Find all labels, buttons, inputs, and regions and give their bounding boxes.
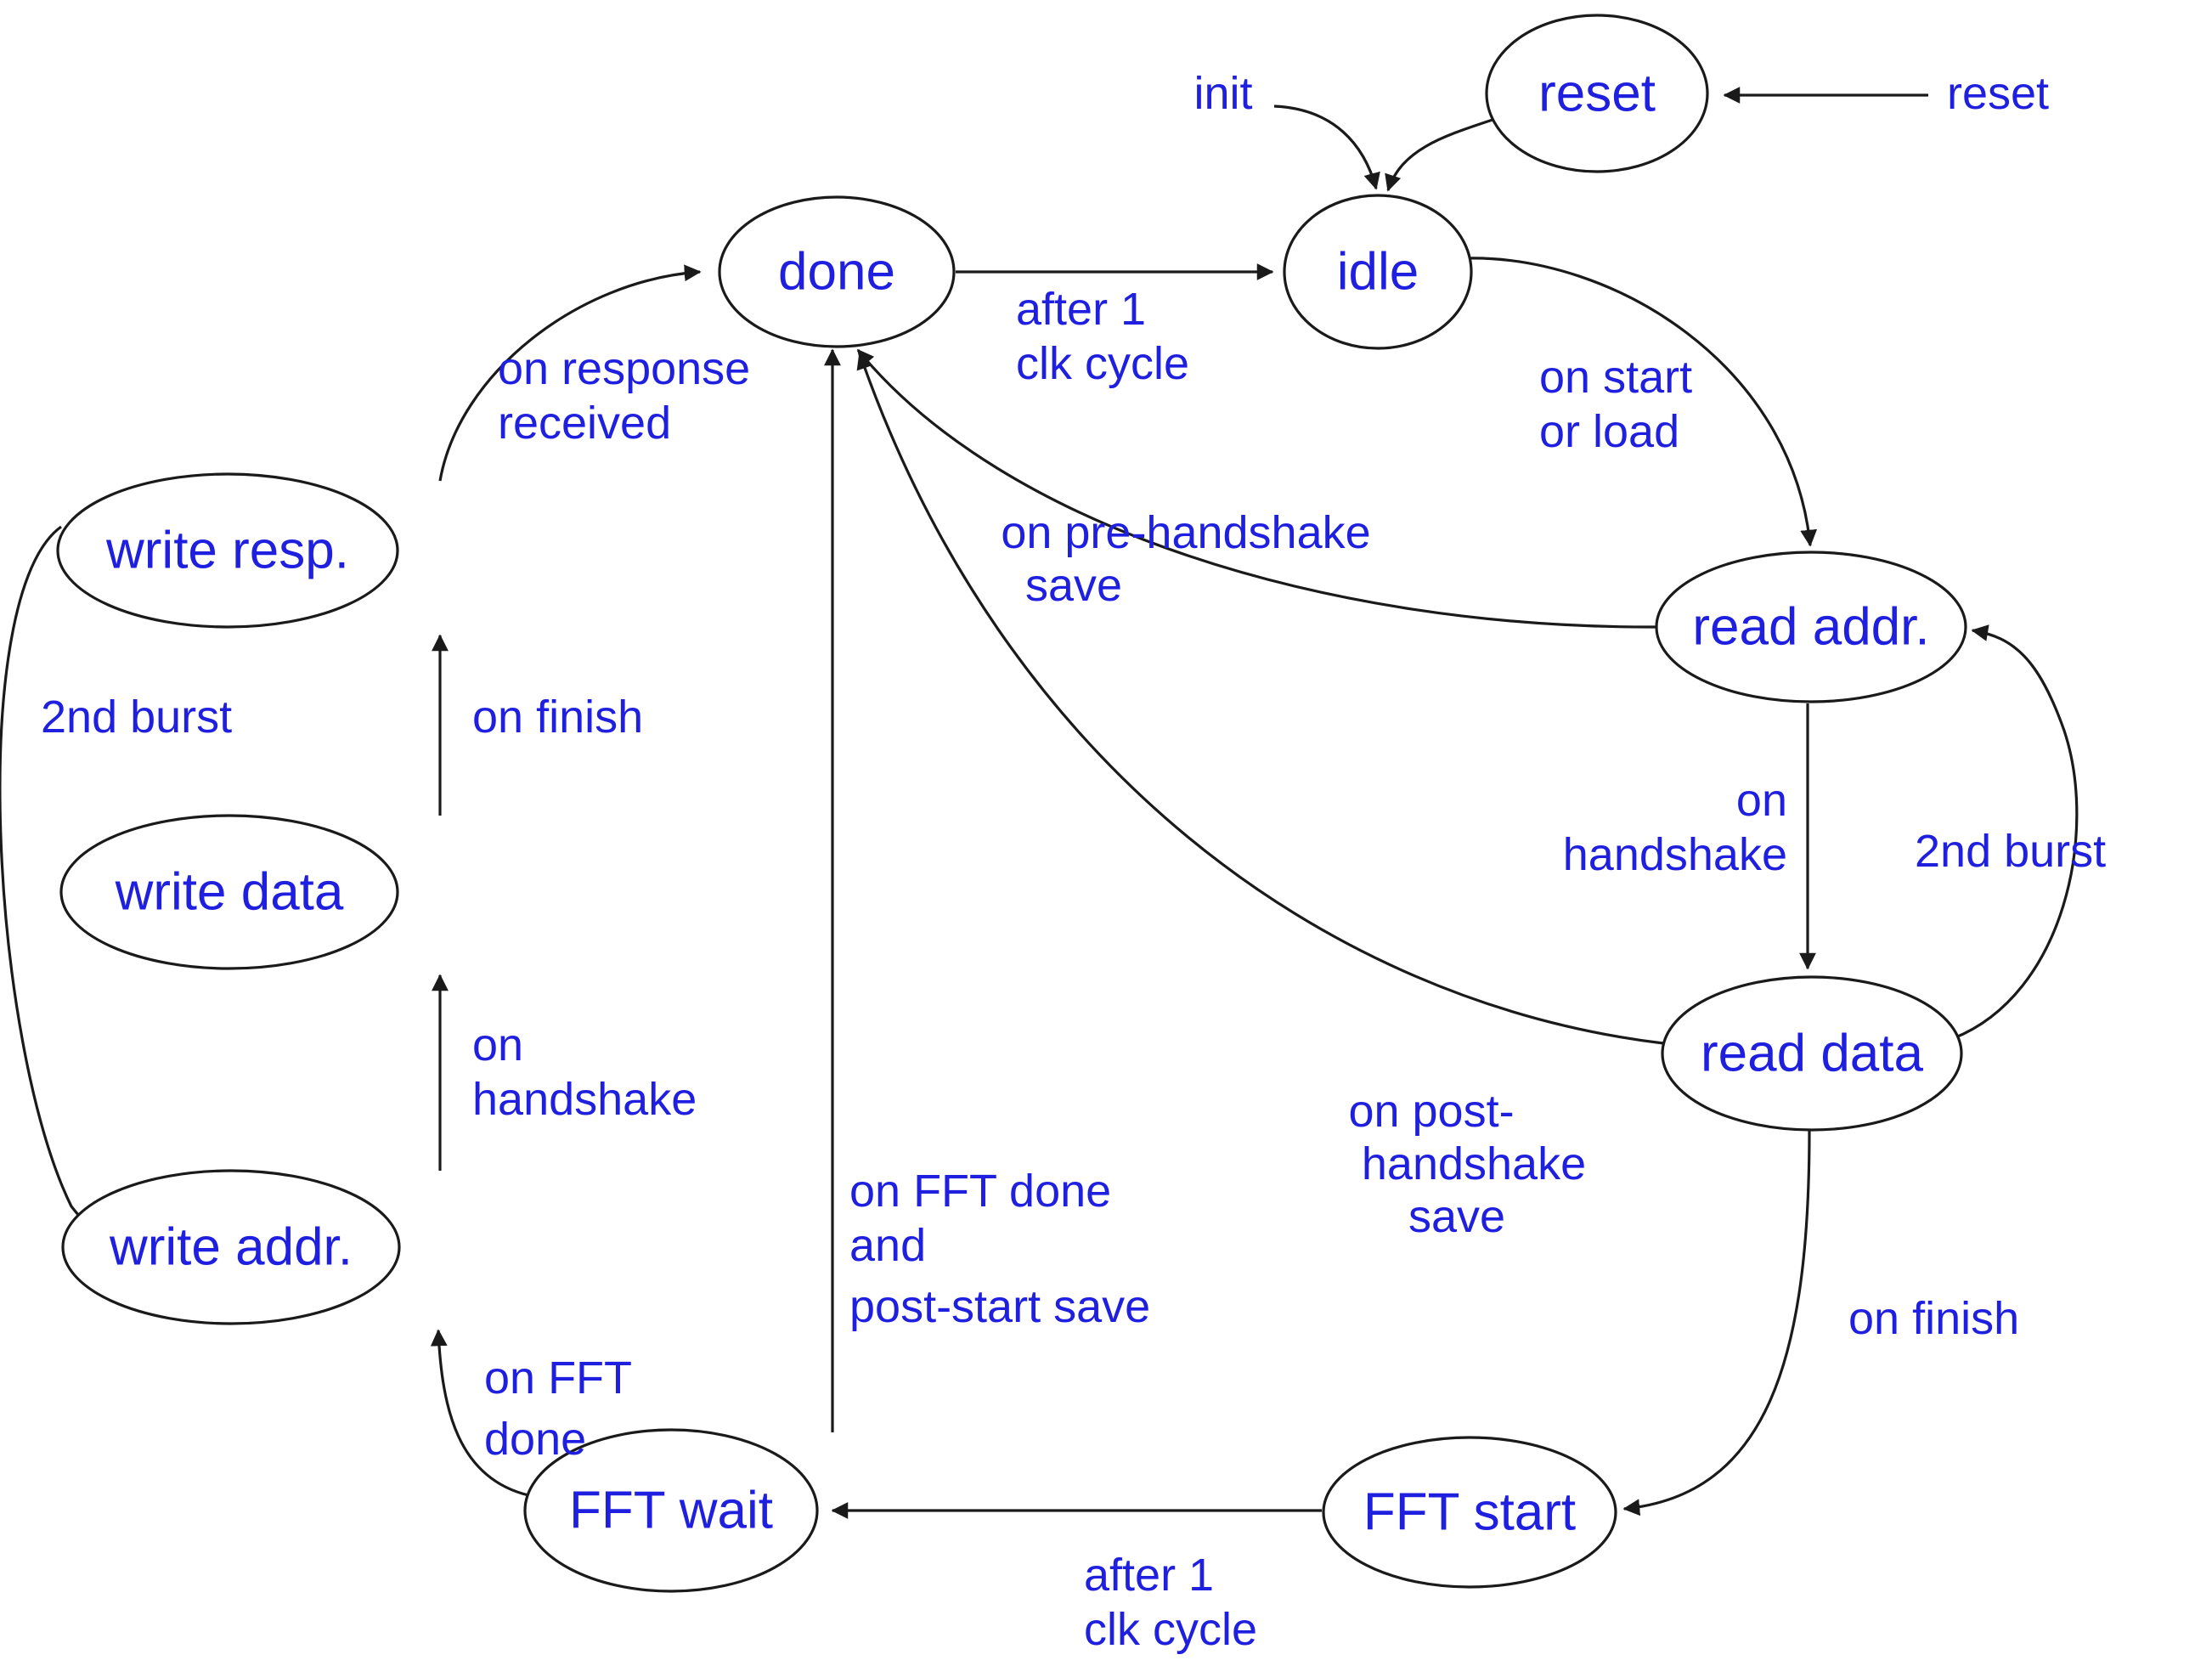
edge-read-data-to-done <box>856 352 1664 1045</box>
label-2nd-burst-right: 2nd burst <box>1915 826 2106 877</box>
label-on-b: on <box>472 1019 523 1070</box>
edge-label-done-to-idle: after 1 clk cycle <box>1016 284 1189 389</box>
node-write-addr-label: write addr. <box>109 1217 353 1276</box>
node-reset-shape[interactable] <box>1485 14 1709 173</box>
edge-reset-state-to-idle <box>1385 117 1496 192</box>
label-handshake-b: handshake <box>472 1074 697 1125</box>
edge-label-write-resp-to-done: on response received <box>498 343 750 449</box>
node-read-data[interactable]: read data <box>1661 975 1963 1132</box>
label-on-response: on response <box>498 343 750 394</box>
node-idle-shape[interactable] <box>1283 194 1473 350</box>
edge-read-data-to-read-addr <box>1953 624 2079 1040</box>
label-on-fft-done-mid: on FFT done <box>849 1166 1111 1217</box>
edge-label-read-addr-to-done: on pre-handshake save <box>1001 507 1370 611</box>
label-on-a: on <box>1736 775 1787 826</box>
node-done-shape[interactable] <box>718 195 956 348</box>
edge-label-fft-start-to-fft-wait: after 1 clk cycle <box>1084 1550 1257 1655</box>
edge-label-fft-wait-to-write-addr: on FFT done <box>484 1353 632 1465</box>
label-and-mid: and <box>849 1220 926 1271</box>
edge-label-fft-wait-to-done: on FFT done and post-start save <box>849 1166 1150 1332</box>
edge-label-idle-to-read-addr: on start or load <box>1539 352 1692 457</box>
node-reset[interactable]: reset <box>1485 14 1709 173</box>
edge-read-data-to-fft-start <box>1622 1129 1811 1516</box>
label-after-1-b: after 1 <box>1084 1550 1214 1601</box>
node-read-data-shape[interactable] <box>1661 975 1963 1132</box>
node-done[interactable]: done <box>718 195 956 348</box>
edge-init-to-idle <box>1273 104 1380 190</box>
label-on-finish-right: on finish <box>1848 1293 2019 1344</box>
label-handshake-a: handshake <box>1563 829 1787 880</box>
label-done-left: done <box>484 1414 586 1465</box>
label-2nd-burst-left: 2nd burst <box>41 692 232 743</box>
node-fft-start-shape[interactable] <box>1322 1436 1617 1589</box>
label-save-pre: save <box>1025 560 1122 611</box>
edge-fft-wait-to-write-addr <box>430 1329 529 1497</box>
node-read-addr[interactable]: read addr. <box>1655 551 1967 703</box>
node-fft-wait-shape[interactable] <box>523 1428 819 1593</box>
label-on-finish-left: on finish <box>472 692 643 743</box>
edge-label-read-data-to-done: on post- handshake save <box>1348 1086 1586 1242</box>
edge-write-resp-to-done <box>438 264 702 482</box>
node-fft-wait[interactable]: FFT wait <box>523 1428 819 1593</box>
label-handshake-post: handshake <box>1362 1138 1586 1189</box>
label-save-post: save <box>1408 1191 1505 1242</box>
label-on-start: on start <box>1539 352 1692 403</box>
node-done-label: done <box>778 242 895 301</box>
label-received: received <box>498 398 671 449</box>
input-reset-label: reset <box>1947 68 2049 119</box>
node-fft-wait-label: FFT wait <box>569 1481 773 1539</box>
label-on-post: on post- <box>1348 1086 1514 1137</box>
node-fft-start[interactable]: FFT start <box>1322 1436 1617 1589</box>
node-write-resp[interactable]: write resp. <box>56 472 399 629</box>
node-write-data-label: write data <box>115 862 344 921</box>
node-read-data-label: read data <box>1701 1024 1924 1082</box>
label-on-fft-left: on FFT <box>484 1353 632 1403</box>
edge-read-addr-to-done <box>856 348 1659 629</box>
label-or-load: or load <box>1539 406 1679 457</box>
label-after-1-a: after 1 <box>1016 284 1146 335</box>
node-write-data[interactable]: write data <box>59 814 399 970</box>
node-write-addr-shape[interactable] <box>61 1169 401 1325</box>
node-write-data-shape[interactable] <box>59 814 399 970</box>
node-fft-start-label: FFT start <box>1363 1482 1576 1541</box>
node-idle[interactable]: idle <box>1283 194 1473 350</box>
node-idle-label: idle <box>1337 242 1419 301</box>
node-write-addr[interactable]: write addr. <box>61 1169 401 1325</box>
label-on-pre-handshake: on pre-handshake <box>1001 507 1370 558</box>
edge-label-write-addr-to-write-data: on handshake <box>472 1019 697 1125</box>
node-reset-label: reset <box>1538 64 1656 122</box>
node-read-addr-shape[interactable] <box>1655 551 1967 703</box>
edge-idle-to-read-addr <box>1465 257 1818 547</box>
node-write-resp-label: write resp. <box>105 521 349 579</box>
input-init-label: init <box>1193 68 1252 119</box>
node-write-resp-shape[interactable] <box>56 472 399 629</box>
label-clk-cycle-b: clk cycle <box>1084 1604 1257 1655</box>
label-clk-cycle-a: clk cycle <box>1016 338 1189 389</box>
label-post-start-save-mid: post-start save <box>849 1281 1150 1332</box>
edge-label-read-addr-to-read-data: on handshake <box>1563 775 1787 880</box>
node-read-addr-label: read addr. <box>1692 597 1929 656</box>
